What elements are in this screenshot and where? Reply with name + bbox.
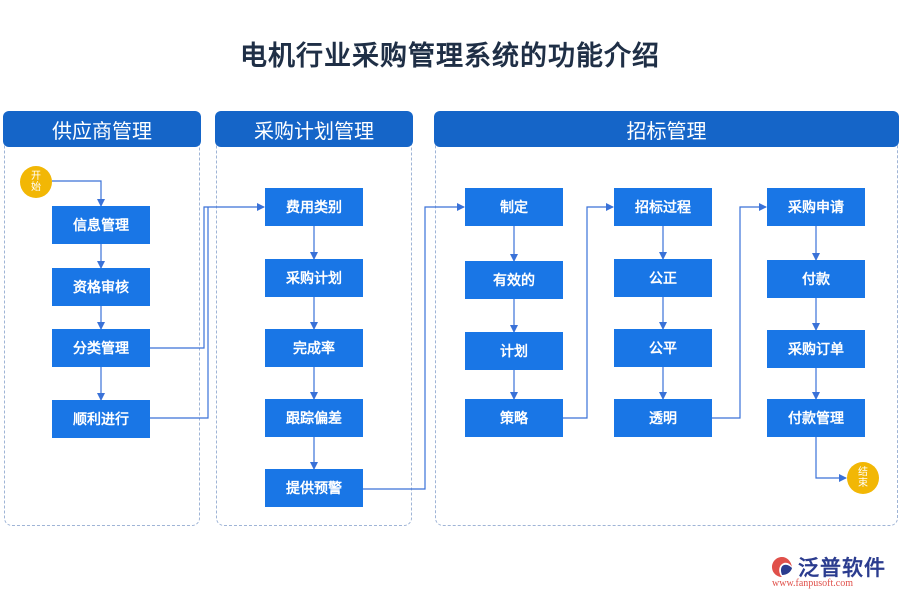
panel-header-plan: 采购计划管理 xyxy=(215,111,413,147)
page-title: 电机行业采购管理系统的功能介绍 xyxy=(240,41,660,72)
panel-header-bidding: 招标管理 xyxy=(434,111,899,147)
logo-icon xyxy=(772,557,792,577)
panel-bidding: 招标管理 xyxy=(434,111,899,526)
start-label: 开始 xyxy=(31,171,41,193)
node-provide-warning: 提供预警 xyxy=(265,469,363,507)
end-label: 结束 xyxy=(858,467,868,489)
node-qualification-review: 资格审核 xyxy=(52,268,150,306)
start-node: 开始 xyxy=(20,166,52,198)
node-info-management: 信息管理 xyxy=(52,206,150,244)
node-strategy: 策略 xyxy=(465,399,563,437)
node-purchase-plan: 采购计划 xyxy=(265,259,363,297)
node-effective: 有效的 xyxy=(465,261,563,299)
node-expense-category: 费用类别 xyxy=(265,188,363,226)
panel-header-supplier: 供应商管理 xyxy=(3,111,201,147)
panel-supplier: 供应商管理 xyxy=(3,111,201,526)
node-transparency: 透明 xyxy=(614,399,712,437)
node-justice: 公正 xyxy=(614,259,712,297)
node-payment-management: 付款管理 xyxy=(767,399,865,437)
node-plan: 计划 xyxy=(465,332,563,370)
node-proceed-smoothly: 顺利进行 xyxy=(52,400,150,438)
node-fairness: 公平 xyxy=(614,329,712,367)
brand-logo: 泛普软件 xyxy=(770,552,886,582)
node-completion-rate: 完成率 xyxy=(265,329,363,367)
panel-plan: 采购计划管理 xyxy=(215,111,413,526)
node-purchase-request: 采购申请 xyxy=(767,188,865,226)
logo-name: 泛普软件 xyxy=(798,556,886,580)
node-bidding-process: 招标过程 xyxy=(614,188,712,226)
node-track-deviation: 跟踪偏差 xyxy=(265,399,363,437)
node-formulate: 制定 xyxy=(465,188,563,226)
node-payment: 付款 xyxy=(767,260,865,298)
end-node: 结束 xyxy=(847,462,879,494)
node-classification-management: 分类管理 xyxy=(52,329,150,367)
logo-url: www.fanpusoft.com xyxy=(772,578,854,589)
node-purchase-order: 采购订单 xyxy=(767,330,865,368)
